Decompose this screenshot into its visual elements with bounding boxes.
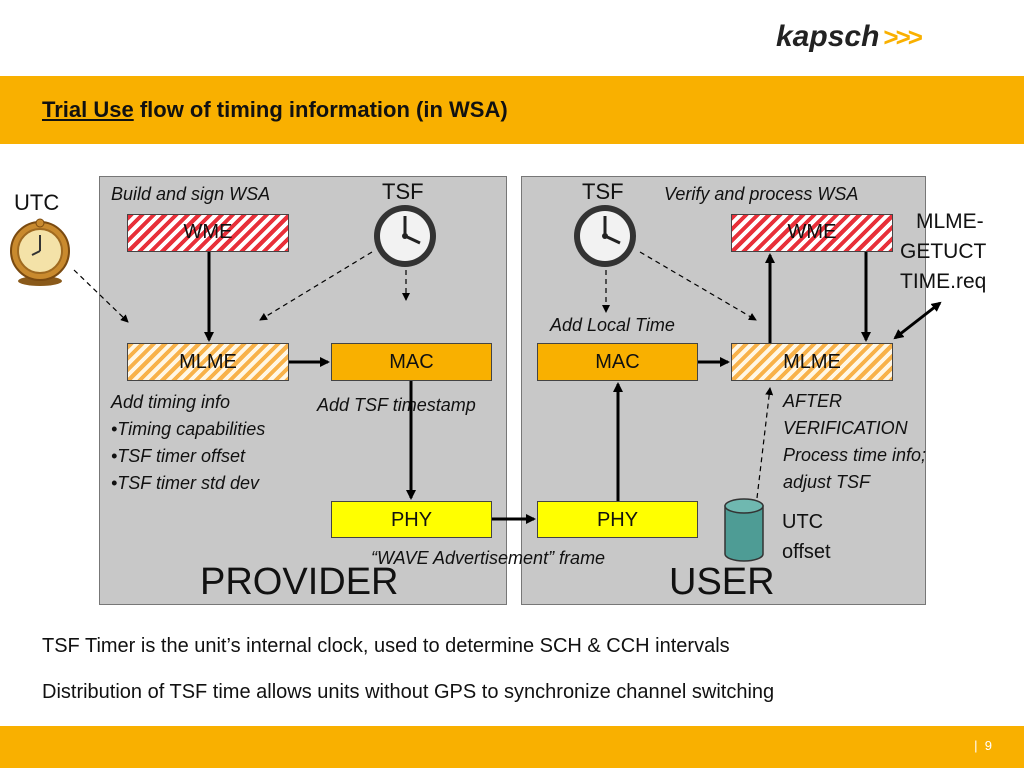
user-mlme-box: MLME: [731, 343, 893, 381]
dashed-tsf-to-mlme: [259, 251, 373, 321]
title-rest: flow of timing information (in WSA): [133, 97, 508, 122]
provider-tsf-clock-icon: [374, 205, 436, 267]
slide-title: Trial Use flow of timing information (in…: [42, 97, 508, 123]
local-time-note: Add Local Time: [550, 315, 675, 335]
provider-heading: Build and sign WSA: [111, 184, 271, 204]
mlme-request-line-3: TIME.req: [900, 270, 987, 293]
dashed-usertsf-to-mlme: [639, 251, 757, 321]
verify-note-2: VERIFICATION: [783, 418, 908, 438]
provider-note-3: •TSF timer offset: [111, 446, 245, 466]
utc-offset-label-2: offset: [782, 541, 831, 563]
mlme-request-line-2: GETUCT: [900, 240, 987, 263]
user-mac-box: MAC: [537, 343, 698, 381]
utc-offset-label-1: UTC: [782, 511, 824, 533]
provider-wme-box: WME: [127, 214, 289, 252]
user-tsf-clock-icon: [574, 205, 636, 267]
verify-note-3: Process time info;: [783, 445, 927, 465]
provider-mlme-box: MLME: [127, 343, 289, 381]
provider-note-2: •Timing capabilities: [111, 419, 266, 439]
user-heading: Verify and process WSA: [664, 184, 859, 204]
page-number: | 9: [974, 738, 992, 753]
provider-note-1: Add timing info: [111, 392, 231, 412]
logo-chevrons-icon: >>>: [883, 22, 923, 52]
provider-mac-box: MAC: [331, 343, 492, 381]
dashed-cylinder-to-mlme: [756, 387, 774, 499]
page-separator: |: [974, 738, 978, 753]
verify-note-1: AFTER: [783, 391, 843, 411]
logo-wordmark: kapsch: [776, 20, 880, 53]
database-cylinder-icon: [724, 498, 764, 562]
user-wme-box: WME: [731, 214, 893, 252]
footer-bar: [0, 726, 1024, 768]
user-tsf-label: TSF: [582, 179, 624, 204]
utc-label: UTC: [14, 190, 60, 215]
title-bar: [0, 76, 1024, 144]
mlme-request-line-1: MLME-: [916, 210, 984, 233]
arrow-mlme-request: [893, 301, 942, 340]
statement-2: Distribution of TSF time allows units wi…: [42, 681, 775, 703]
provider-phy-box: PHY: [331, 501, 492, 538]
verify-note-4: adjust TSF: [783, 472, 871, 492]
kapsch-logo: kapsch>>>: [776, 20, 923, 54]
frame-label: “WAVE Advertisement” frame: [371, 548, 606, 568]
antique-clock-icon: [10, 218, 70, 286]
dashed-utc-to-mlme: [73, 269, 129, 323]
provider-tsf-label: TSF: [382, 179, 424, 204]
tsf-timestamp-note: Add TSF timestamp: [317, 395, 476, 415]
statement-1: TSF Timer is the unit’s internal clock, …: [42, 635, 730, 657]
provider-note-4: •TSF timer std dev: [111, 473, 260, 493]
provider-label: PROVIDER: [200, 561, 399, 603]
page-number-value: 9: [984, 738, 992, 753]
user-label: USER: [669, 561, 775, 603]
user-phy-box: PHY: [537, 501, 698, 538]
title-underlined: Trial Use: [42, 97, 134, 122]
